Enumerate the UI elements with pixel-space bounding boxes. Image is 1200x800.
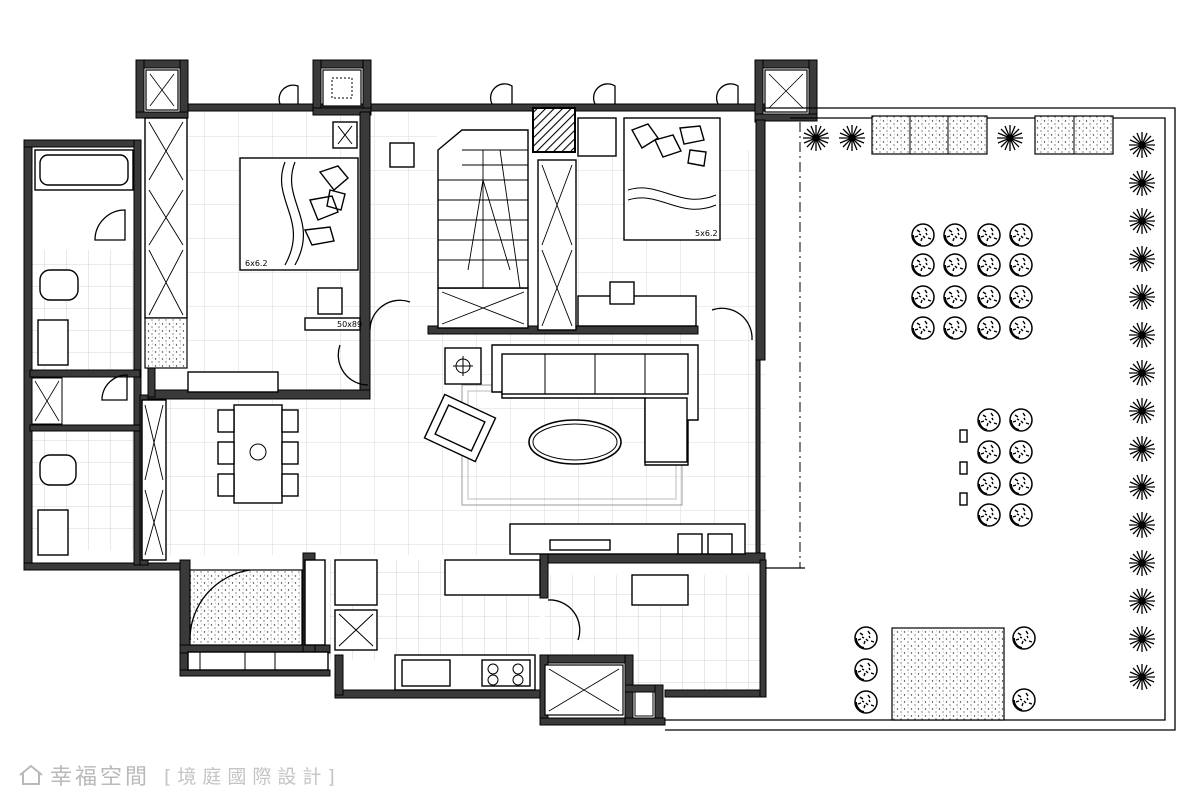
master-bed: 6x6.2 bbox=[239, 157, 359, 271]
bedside-table bbox=[577, 117, 617, 157]
dining-table bbox=[217, 404, 299, 504]
living-room bbox=[423, 344, 746, 555]
master-wardrobe bbox=[304, 317, 361, 331]
watermark-designer: [境庭國際設計] bbox=[164, 765, 341, 788]
desk-chair bbox=[609, 281, 635, 305]
kitchen bbox=[187, 559, 689, 691]
palm-tree-icon bbox=[802, 124, 1156, 691]
terrace bbox=[665, 107, 1176, 731]
dining-sideboard bbox=[187, 371, 279, 393]
staircase bbox=[437, 129, 529, 289]
wardrobe-size: 50x89 bbox=[337, 320, 362, 329]
master-bed-size: 6x6.2 bbox=[245, 259, 268, 268]
study-chair bbox=[389, 142, 415, 168]
watermark: 幸福空間 [境庭國際設計] bbox=[18, 760, 341, 790]
columns bbox=[31, 69, 808, 717]
master-chair bbox=[317, 287, 343, 315]
house-outline-icon bbox=[19, 764, 43, 785]
door-swings bbox=[278, 83, 753, 641]
bathrooms bbox=[34, 149, 134, 556]
desk bbox=[577, 295, 697, 327]
second-bed: 5x6.2 bbox=[623, 117, 721, 241]
watermark-brand: 幸福空間 bbox=[50, 765, 151, 790]
second-bed-size: 5x6.2 bbox=[695, 229, 718, 238]
closets bbox=[141, 117, 577, 561]
